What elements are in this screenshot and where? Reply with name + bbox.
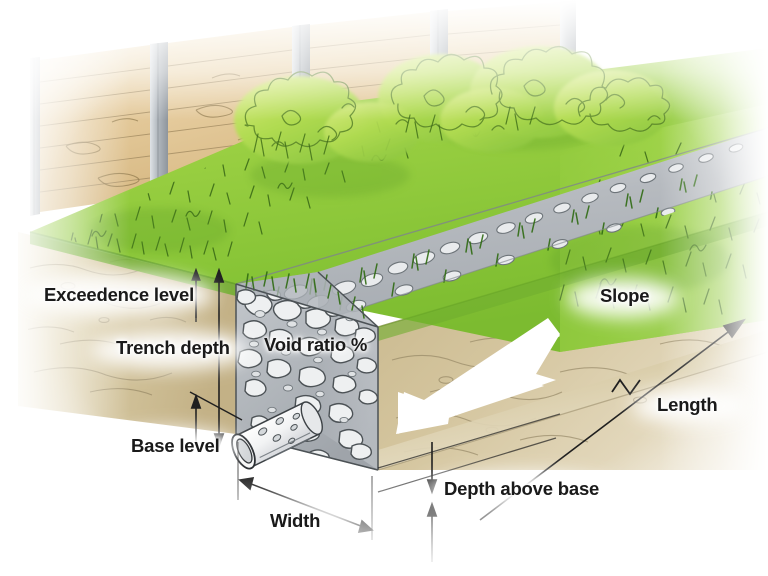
fade-bottom: [0, 470, 768, 576]
label-exceedence-level: Exceedence level: [44, 284, 195, 305]
label-length: Length: [657, 394, 718, 415]
label-glow: [22, 273, 748, 539]
label-void-ratio: Void ratio %: [264, 334, 368, 355]
label-width: Width: [270, 510, 321, 531]
label-trench-depth: Trench depth: [116, 337, 230, 358]
label-depth-above-base: Depth above base: [444, 478, 600, 499]
label-base-level: Base level: [131, 435, 220, 456]
label-slope: Slope: [600, 285, 650, 306]
